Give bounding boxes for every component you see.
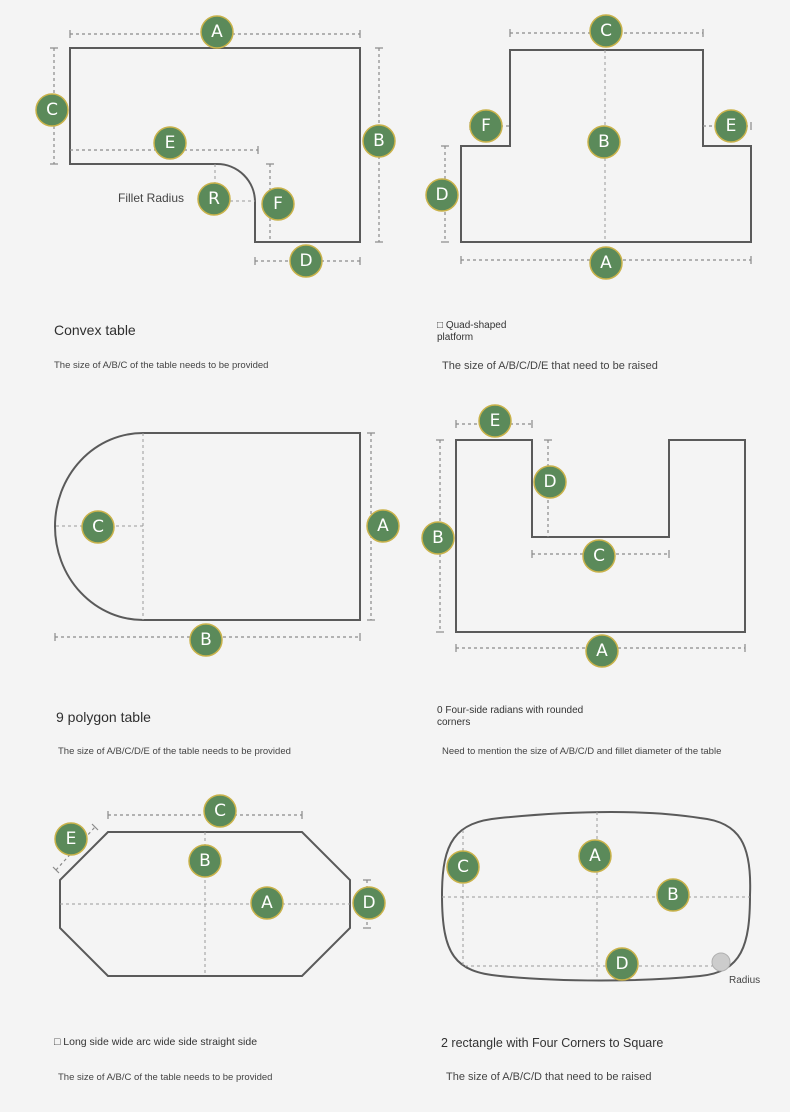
- svg-text:D: D: [615, 954, 628, 974]
- quad-platform-outline: [460, 49, 752, 243]
- svg-text:D: D: [435, 185, 448, 205]
- svg-text:A: A: [589, 846, 601, 866]
- badge-a: A: [578, 839, 612, 873]
- panel-4-title-line1: 0 Four-side radians with rounded: [437, 705, 584, 716]
- badge-b: B: [587, 125, 621, 159]
- badge-a: A: [200, 15, 234, 49]
- badge-c: C: [203, 794, 237, 828]
- panel-convex-table: Fillet Radius A C E R F B D: [35, 15, 396, 278]
- badge-b: B: [189, 623, 223, 657]
- panel-3-title: 9 polygon table: [56, 709, 151, 725]
- svg-text:B: B: [598, 132, 610, 152]
- badge-a: A: [366, 509, 400, 543]
- badge-b: B: [188, 844, 222, 878]
- panel-6-title: 2 rectangle with Four Corners to Square: [441, 1036, 664, 1050]
- badge-c: C: [81, 510, 115, 544]
- svg-text:E: E: [165, 133, 176, 153]
- rounded-rectangle-outline: [440, 811, 752, 982]
- panel-3-description: The size of A/B/C/D/E of the table needs…: [58, 746, 291, 757]
- svg-text:B: B: [667, 885, 679, 905]
- badge-a: A: [250, 886, 284, 920]
- svg-text:C: C: [92, 517, 104, 537]
- svg-text:C: C: [46, 100, 58, 120]
- badge-f: F: [469, 109, 503, 143]
- svg-text:E: E: [726, 116, 737, 136]
- panel-4-title-line2: corners: [437, 717, 471, 728]
- badge-e: E: [153, 126, 187, 160]
- svg-text:D: D: [543, 472, 556, 492]
- badge-d: D: [533, 465, 567, 499]
- panel-u-shape-table: E D B C A: [421, 404, 746, 668]
- convex-table-outline: [69, 47, 361, 243]
- panel-2-description: The size of A/B/C/D/E that need to be ra…: [442, 360, 658, 372]
- svg-text:R: R: [208, 189, 220, 209]
- polygon-table-outline: [54, 432, 361, 621]
- panel-quad-platform: C F B E D A: [425, 14, 752, 280]
- badge-b: B: [421, 521, 455, 555]
- svg-text:A: A: [600, 253, 612, 273]
- svg-text:B: B: [199, 851, 211, 871]
- svg-text:D: D: [362, 893, 375, 913]
- badge-e: E: [714, 109, 748, 143]
- svg-text:A: A: [211, 22, 223, 42]
- badge-d: D: [352, 886, 386, 920]
- badge-c: C: [35, 93, 69, 127]
- badge-e: E: [54, 822, 88, 856]
- panel-rounded-rectangle-table: Radius C A B D: [440, 811, 760, 986]
- panel-5-description: The size of A/B/C of the table needs to …: [58, 1072, 273, 1083]
- u-shape-table-outline: [455, 439, 746, 633]
- badge-d: D: [605, 947, 639, 981]
- badge-e: E: [478, 404, 512, 438]
- svg-text:F: F: [481, 116, 491, 136]
- badge-c: C: [589, 14, 623, 48]
- svg-text:C: C: [457, 857, 469, 877]
- svg-text:B: B: [432, 528, 444, 548]
- badge-d: D: [289, 244, 323, 278]
- svg-text:A: A: [377, 516, 389, 536]
- badge-a: A: [585, 634, 619, 668]
- radius-label: Radius: [729, 975, 760, 986]
- svg-text:C: C: [600, 21, 612, 41]
- svg-text:E: E: [66, 829, 77, 849]
- badge-a: A: [589, 246, 623, 280]
- panel-9-polygon-table: C A B: [54, 432, 400, 657]
- svg-text:C: C: [593, 546, 605, 566]
- radius-marker: [711, 952, 731, 972]
- svg-text:E: E: [490, 411, 501, 431]
- badge-r: R: [197, 182, 231, 216]
- panel-1-description: The size of A/B/C of the table needs to …: [54, 360, 269, 371]
- badge-b: B: [362, 124, 396, 158]
- badge-f: F: [261, 187, 295, 221]
- badge-b: B: [656, 878, 690, 912]
- badge-c: C: [446, 850, 480, 884]
- panel-2-title-line1: □ Quad-shaped: [437, 320, 507, 331]
- svg-text:A: A: [261, 893, 273, 913]
- svg-text:C: C: [214, 801, 226, 821]
- svg-text:B: B: [373, 131, 385, 151]
- panel-4-description: Need to mention the size of A/B/C/D and …: [442, 746, 722, 757]
- svg-text:A: A: [596, 641, 608, 661]
- svg-text:B: B: [200, 630, 212, 650]
- fillet-radius-label: Fillet Radius: [118, 191, 184, 205]
- badge-c: C: [582, 539, 616, 573]
- panel-2-title-line2: platform: [437, 332, 474, 343]
- panel-octagon-table: C E B A D: [52, 794, 386, 977]
- octagon-table-outline: [59, 831, 351, 977]
- svg-text:D: D: [299, 251, 312, 271]
- panel-5-title: □ Long side wide arc wide side straight …: [54, 1036, 258, 1048]
- panel-6-description: The size of A/B/C/D that need to be rais…: [446, 1071, 652, 1083]
- badge-d: D: [425, 178, 459, 212]
- panel-1-title: Convex table: [54, 322, 136, 338]
- svg-text:F: F: [273, 194, 283, 214]
